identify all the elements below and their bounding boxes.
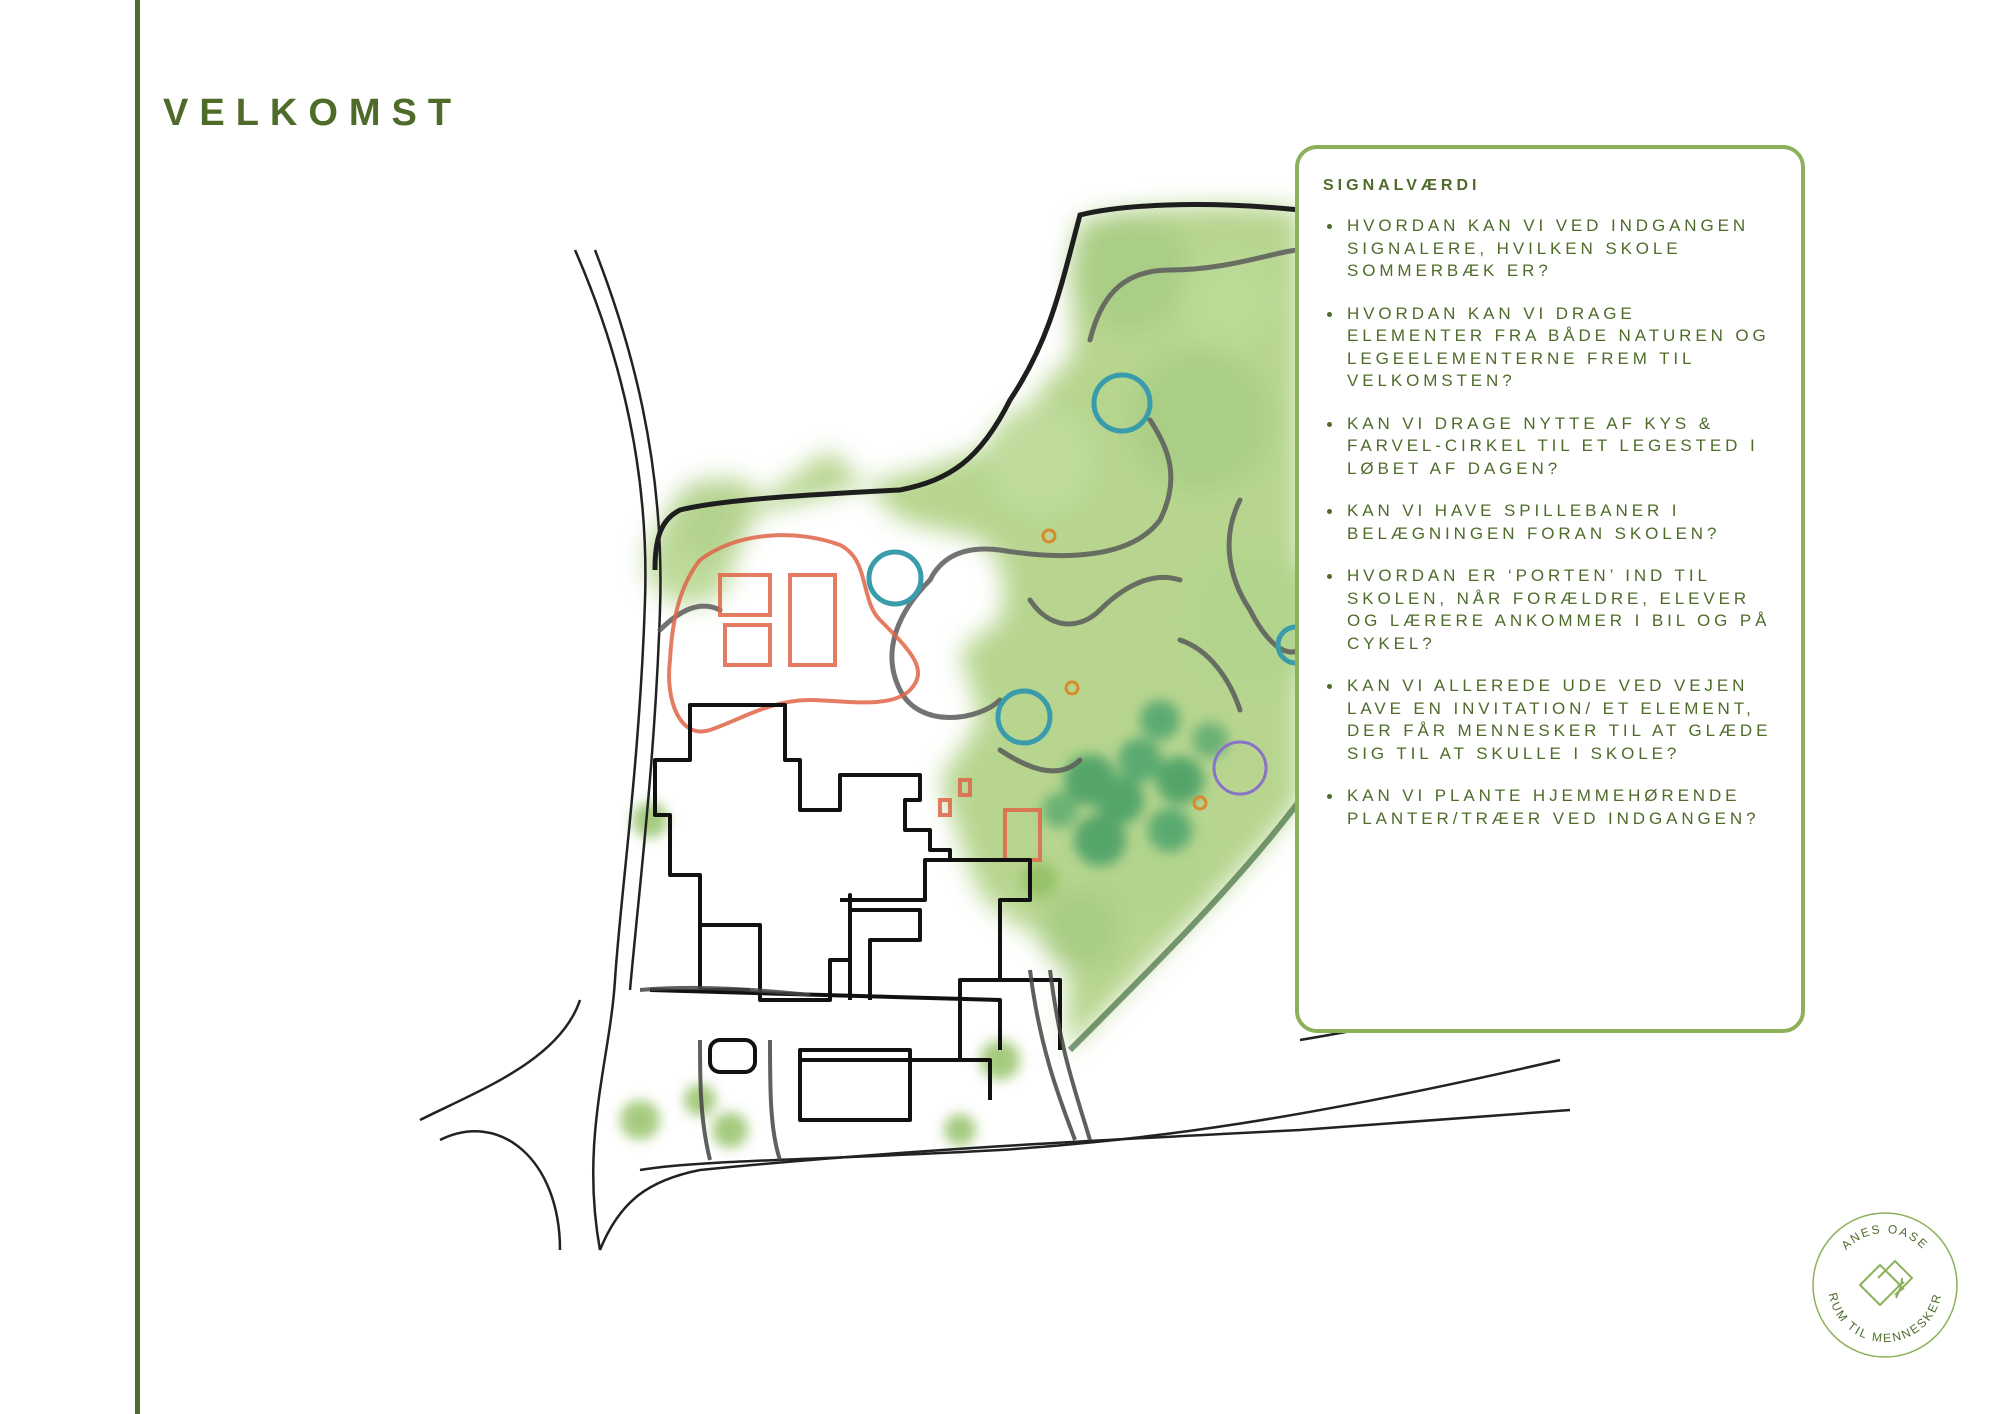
- question-item: HVORDAN KAN VI VED INDGANGEN SIGNALERE, …: [1323, 215, 1777, 283]
- question-text: KAN VI PLANTE HJEMMEHØRENDE PLANTER/TRÆE…: [1347, 786, 1760, 828]
- bullet: [1327, 509, 1332, 514]
- question-text: HVORDAN ER ‘PORTEN’ IND TIL SKOLEN, NÅR …: [1347, 566, 1771, 653]
- bullet: [1327, 684, 1332, 689]
- signal-value-box: SIGNALVÆRDI HVORDAN KAN VI VED INDGANGEN…: [1295, 145, 1805, 1033]
- left-vertical-rule: [135, 0, 140, 1414]
- question-text: HVORDAN KAN VI DRAGE ELEMENTER FRA BÅDE …: [1347, 303, 1770, 391]
- small-markers: [1041, 528, 1208, 811]
- logo-top-text: ANES OASE: [1839, 1222, 1932, 1253]
- site-boundary: [652, 202, 1301, 571]
- question-item: KAN VI DRAGE NYTTE AF KYS & FARVEL-CIRKE…: [1323, 413, 1777, 481]
- green-area: [645, 205, 1330, 1051]
- page-title: VELKOMST: [163, 92, 463, 134]
- school-buildings: [649, 703, 1062, 1122]
- question-text: KAN VI HAVE SPILLEBANER I BELÆGNINGEN FO…: [1347, 501, 1721, 543]
- play-area: [667, 533, 1042, 862]
- bullet: [1327, 574, 1332, 579]
- bullet: [1327, 311, 1332, 317]
- bullet: [1327, 224, 1332, 229]
- roads: [419, 249, 1581, 1251]
- question-item: KAN VI ALLEREDE UDE VED VEJEN LAVE EN IN…: [1323, 675, 1777, 765]
- question-text: KAN VI ALLEREDE UDE VED VEJEN LAVE EN IN…: [1347, 676, 1772, 763]
- logo-house-icon: [1858, 1259, 1914, 1307]
- question-item: KAN VI HAVE SPILLEBANER I BELÆGNINGEN FO…: [1323, 500, 1777, 545]
- bullet: [1327, 794, 1332, 799]
- question-item: HVORDAN ER ‘PORTEN’ IND TIL SKOLEN, NÅR …: [1323, 565, 1777, 655]
- tree-clusters: [620, 700, 1228, 1148]
- question-text: KAN VI DRAGE NYTTE AF KYS & FARVEL-CIRKE…: [1347, 413, 1759, 478]
- info-box-title: SIGNALVÆRDI: [1323, 177, 1481, 194]
- question-item: HVORDAN KAN VI DRAGE ELEMENTER FRA BÅDE …: [1323, 303, 1777, 393]
- question-list: HVORDAN KAN VI VED INDGANGEN SIGNALERE, …: [1323, 215, 1777, 830]
- bullet: [1327, 421, 1332, 427]
- walking-paths: [657, 247, 1303, 774]
- anes-oase-logo: ANES OASE RUM TIL MENNESKER: [1812, 1212, 1958, 1358]
- question-text: HVORDAN KAN VI VED INDGANGEN SIGNALERE, …: [1347, 216, 1750, 280]
- service-roads: [639, 969, 1092, 1161]
- question-item: KAN VI PLANTE HJEMMEHØRENDE PLANTER/TRÆE…: [1323, 785, 1777, 830]
